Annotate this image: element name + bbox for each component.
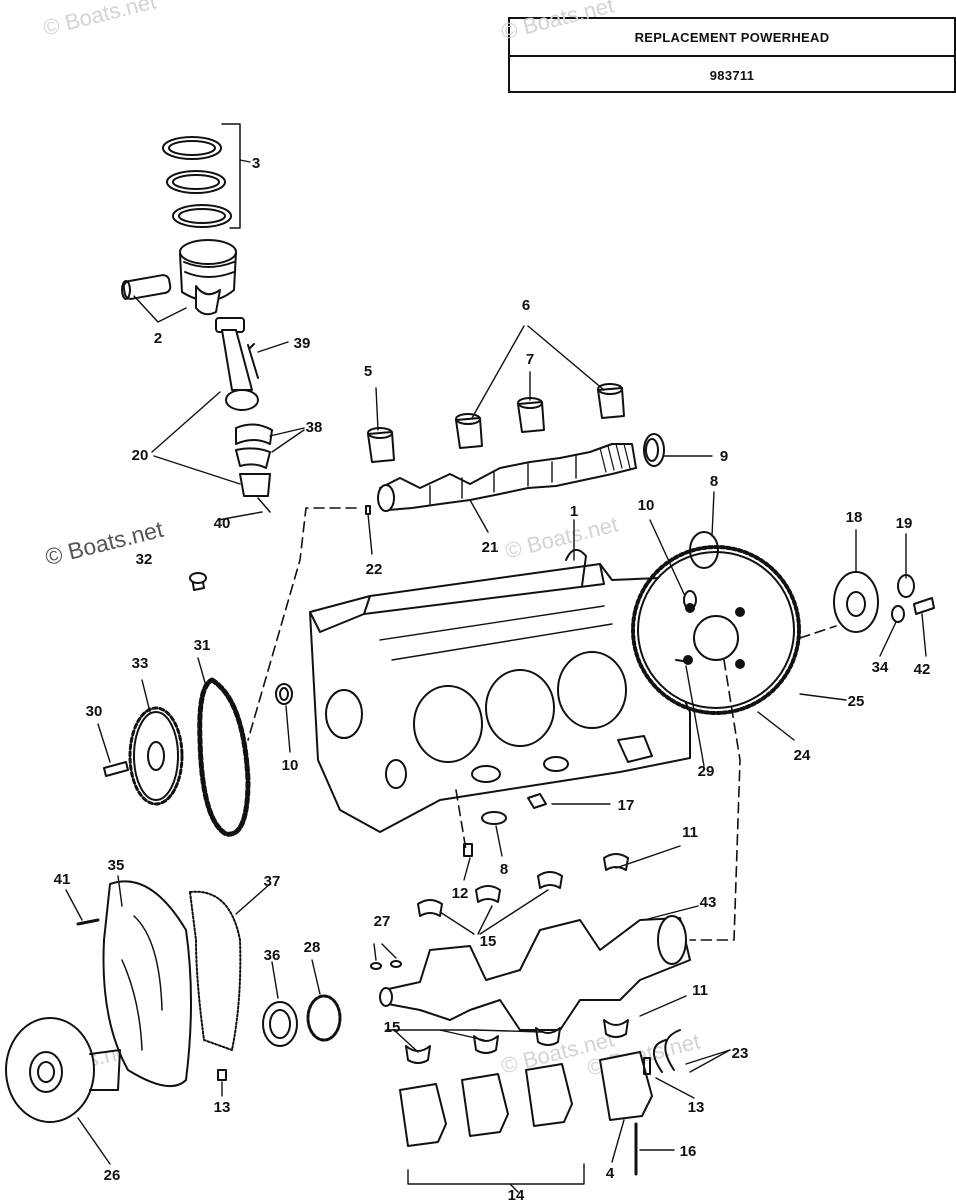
title-block: REPLACEMENT POWERHEAD 983711 — [508, 17, 956, 93]
callout-22: 22 — [366, 561, 383, 578]
callout-21: 21 — [482, 539, 499, 556]
callout-30: 30 — [86, 703, 103, 720]
callout-28: 28 — [304, 939, 321, 956]
callout-3: 3 — [252, 155, 260, 172]
callout-35: 35 — [108, 857, 125, 874]
callout-2: 2 — [154, 330, 162, 347]
callout-43: 43 — [700, 894, 717, 911]
callout-33: 33 — [132, 655, 149, 672]
callout-11: 11 — [682, 824, 698, 841]
callout-7: 7 — [526, 351, 534, 368]
callout-17: 17 — [618, 797, 635, 814]
callout-14: 14 — [508, 1187, 525, 1200]
camshaft — [377, 443, 637, 512]
engine-block — [309, 549, 691, 833]
callout-19: 19 — [896, 515, 913, 532]
small-parts — [189, 505, 547, 970]
callout-41: 41 — [54, 871, 71, 888]
timing-gear-set — [103, 677, 251, 837]
diagram-title: REPLACEMENT POWERHEAD — [634, 29, 830, 45]
callout-20: 20 — [132, 447, 149, 464]
callout-12: 12 — [452, 885, 469, 902]
callout-8: 8 — [710, 473, 718, 490]
bearings-and-caps — [399, 853, 681, 1176]
harmonic-balancer — [5, 1017, 121, 1123]
callout-26: 26 — [104, 1167, 121, 1184]
callout-18: 18 — [846, 509, 863, 526]
callout-39: 39 — [294, 335, 311, 352]
callout-31: 31 — [194, 637, 211, 654]
piston-assembly — [121, 239, 237, 316]
callout-11: 11 — [692, 982, 708, 999]
callout-8: 8 — [500, 861, 508, 878]
callout-40: 40 — [214, 515, 231, 532]
callout-27: 27 — [374, 913, 391, 930]
callout-13: 13 — [214, 1099, 231, 1116]
callout-42: 42 — [914, 661, 931, 678]
callout-16: 16 — [680, 1143, 697, 1160]
callout-24: 24 — [794, 747, 811, 764]
callout-4: 4 — [606, 1165, 615, 1182]
connecting-rod — [215, 317, 273, 513]
crank-adapter — [833, 571, 935, 633]
callout-5: 5 — [364, 363, 372, 380]
callout-29: 29 — [698, 763, 715, 780]
callout-15: 15 — [384, 1019, 401, 1036]
callout-6: 6 — [522, 297, 530, 314]
callout-13: 13 — [688, 1099, 705, 1116]
flywheel — [631, 531, 801, 715]
callout-38: 38 — [306, 419, 323, 436]
crankshaft — [379, 915, 691, 1031]
callout-labels: 3 2 39 38 20 40 32 6 5 7 9 21 22 1 10 8 … — [54, 155, 931, 1200]
callout-34: 34 — [872, 659, 889, 676]
callout-15: 15 — [480, 933, 497, 950]
callout-36: 36 — [264, 947, 281, 964]
callout-23: 23 — [732, 1045, 749, 1062]
leader-lines — [65, 159, 927, 1193]
piston-rings — [162, 123, 241, 229]
callout-9: 9 — [720, 448, 728, 465]
cam-bearings — [367, 383, 665, 467]
callout-10: 10 — [282, 757, 299, 774]
callout-32: 32 — [136, 551, 153, 568]
callout-25: 25 — [848, 693, 865, 710]
callout-10: 10 — [638, 497, 655, 514]
part-number: 983711 — [510, 55, 954, 93]
alignment-lines — [247, 507, 837, 941]
callout-37: 37 — [264, 873, 281, 890]
callout-1: 1 — [570, 503, 578, 520]
front-cover-assembly — [76, 880, 342, 1087]
